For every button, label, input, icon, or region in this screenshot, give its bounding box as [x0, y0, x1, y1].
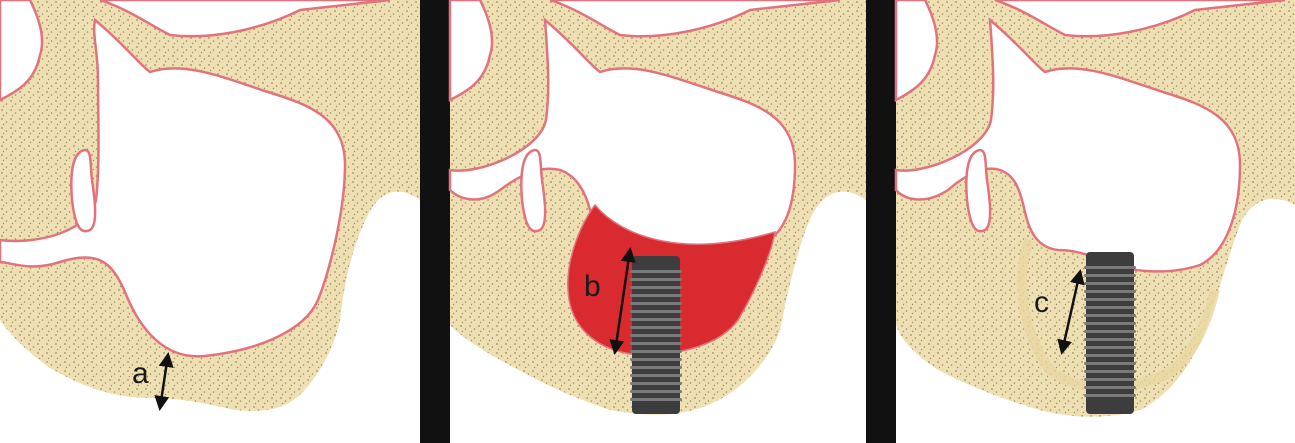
- implant-thread: [1084, 346, 1136, 349]
- concha-curl: [521, 150, 545, 231]
- implant-thread: [630, 390, 682, 393]
- implant-thread: [1084, 370, 1136, 373]
- dental-implant: [1084, 252, 1136, 414]
- implant-thread: [1084, 394, 1136, 397]
- implant-thread: [1084, 362, 1136, 365]
- implant-thread: [1084, 298, 1136, 301]
- implant-thread: [1084, 266, 1136, 269]
- implant-thread: [1084, 330, 1136, 333]
- implant-thread: [630, 382, 682, 385]
- concha-curl: [71, 150, 95, 231]
- implant-thread: [1084, 386, 1136, 389]
- implant-thread: [1084, 306, 1136, 309]
- implant-thread: [630, 398, 682, 401]
- concha-curl: [966, 150, 990, 231]
- dental-implant: [630, 256, 682, 414]
- measure-label-c: c: [1034, 286, 1049, 319]
- implant-thread: [1084, 338, 1136, 341]
- implant-thread: [630, 350, 682, 353]
- implant-thread: [630, 342, 682, 345]
- implant-thread: [630, 374, 682, 377]
- implant-thread: [630, 278, 682, 281]
- panel-graft: b: [450, 0, 866, 415]
- implant-thread: [1084, 354, 1136, 357]
- implant-thread: [1084, 378, 1136, 381]
- implant-thread: [630, 286, 682, 289]
- implant-thread: [1084, 282, 1136, 285]
- implant-thread: [1084, 314, 1136, 317]
- implant-thread: [630, 270, 682, 273]
- implant-thread: [630, 318, 682, 321]
- panel-healed: c: [896, 0, 1295, 417]
- implant-thread: [1084, 290, 1136, 293]
- implant-thread: [1084, 322, 1136, 325]
- implant-thread: [630, 294, 682, 297]
- panel-before: a: [0, 0, 420, 411]
- implant-thread: [630, 358, 682, 361]
- panel-divider-2: [866, 0, 896, 443]
- implant-thread: [630, 334, 682, 337]
- implant-thread: [630, 366, 682, 369]
- measure-label-a: a: [132, 357, 149, 390]
- implant-thread: [630, 326, 682, 329]
- measure-label-b: b: [584, 270, 601, 303]
- implant-thread: [630, 310, 682, 313]
- panel-divider-1: [420, 0, 450, 443]
- implant-thread: [1084, 274, 1136, 277]
- implant-thread: [630, 302, 682, 305]
